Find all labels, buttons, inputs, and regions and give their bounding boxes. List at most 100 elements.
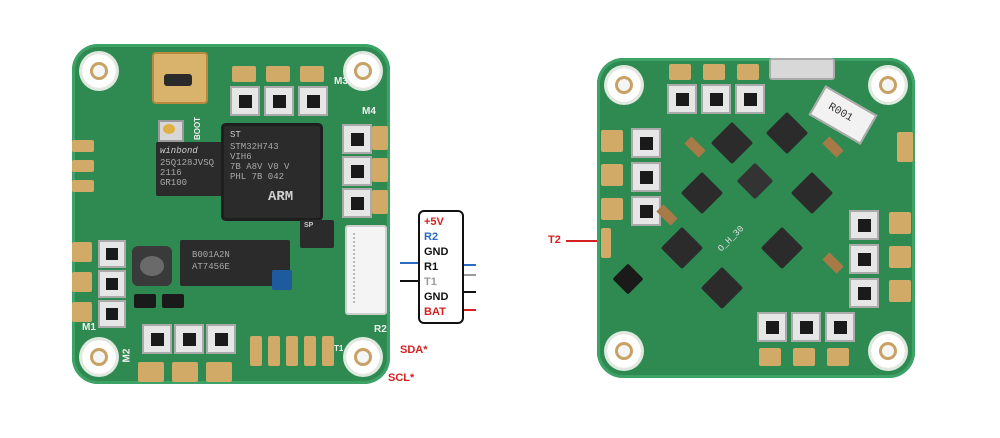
motor-pad [342, 124, 372, 154]
motor-pad [849, 210, 879, 240]
motor-pad [98, 270, 126, 298]
callout-line-t2 [566, 240, 608, 242]
mcu-chip [224, 126, 320, 218]
motor-pad [791, 312, 821, 342]
signal-pad [250, 336, 262, 366]
gyro-chip [300, 220, 334, 248]
baro-chip [272, 270, 292, 290]
solder-pad [72, 242, 92, 262]
motor-pad [98, 240, 126, 268]
mounting-hole [607, 68, 641, 102]
solder-pad [601, 130, 623, 152]
motor-pad [142, 324, 172, 354]
motor-pad [849, 278, 879, 308]
solder-pad [138, 362, 164, 382]
mcu-text: 7B A8V V0 V [230, 162, 290, 172]
silk-m2: M2 [121, 348, 133, 363]
pin-label: GND [424, 291, 449, 303]
mounting-hole [346, 54, 380, 88]
wire-out [460, 274, 476, 276]
motor-pad [701, 84, 731, 114]
solder-pad [72, 140, 94, 152]
mosfet [162, 294, 184, 308]
mcu-text: VIH6 [230, 152, 252, 162]
osd-text: AT7456E [192, 262, 230, 272]
pin-label: R2 [424, 231, 439, 243]
mounting-hole [871, 68, 905, 102]
solder-pad [601, 198, 623, 220]
motor-pad [342, 156, 372, 186]
wire-out [460, 309, 476, 311]
motor-pad [849, 244, 879, 274]
callout-scl: SCL* [388, 372, 415, 384]
silk-boot: BOOT [193, 116, 203, 141]
wire-r2 [400, 262, 418, 264]
mounting-hole [346, 340, 380, 374]
solder-pad [889, 280, 911, 302]
motor-pad [342, 188, 372, 218]
flash-text: 25Q128JVSQ [160, 158, 215, 168]
motor-pad [230, 86, 260, 116]
solder-pad [669, 64, 691, 80]
mcu-text: STM32H743 [230, 142, 279, 152]
motor-pad [174, 324, 204, 354]
silk-m4: M4 [362, 106, 376, 117]
pin-label: +5V [424, 216, 444, 228]
signal-pad [322, 336, 334, 366]
solder-pad [889, 212, 911, 234]
mounting-hole [607, 334, 641, 368]
motor-pad [206, 324, 236, 354]
signal-pad [601, 228, 611, 258]
solder-pad [759, 348, 781, 366]
motor-pad [298, 86, 328, 116]
battery-pad [897, 132, 913, 162]
jst-connector [345, 225, 387, 315]
wire-out [460, 264, 476, 266]
wire-gnd [400, 280, 418, 282]
solder-pad [703, 64, 725, 80]
flight-controller-board: BOOT M3 M4 M1 M2 R2 T1 winbond 25Q128JVS… [72, 44, 390, 384]
solder-pad [889, 246, 911, 268]
solder-pad [372, 158, 388, 182]
callout-t2: T2 [548, 234, 561, 246]
mounting-hole [82, 54, 116, 88]
solder-pad [206, 362, 232, 382]
silk-t1: T1 [334, 344, 344, 353]
flash-chip [156, 142, 224, 196]
esc-board: R001 O_H_30 [597, 58, 915, 378]
silk-m3: M3 [334, 76, 348, 87]
solder-pad [72, 180, 94, 192]
pin-label: R1 [424, 261, 439, 273]
mounting-hole [871, 334, 905, 368]
mcu-text: PHL 7B 042 [230, 172, 285, 182]
solder-pad [793, 348, 815, 366]
solder-pad [601, 164, 623, 186]
silk-m1: M1 [82, 322, 96, 333]
motor-pad [264, 86, 294, 116]
motor-pad [631, 128, 661, 158]
solder-pad [300, 66, 324, 82]
usb-port [164, 74, 192, 86]
solder-pad [72, 160, 94, 172]
solder-pad [72, 272, 92, 292]
flash-brand: winbond [160, 146, 198, 156]
solder-pad [172, 362, 198, 382]
osd-text: B001A2N [192, 250, 230, 260]
pin-label: T1 [424, 276, 437, 288]
esc-connector [769, 58, 835, 80]
solder-pad [827, 348, 849, 366]
silk-sp: SP [304, 222, 314, 229]
motor-pad [825, 312, 855, 342]
flash-text: 2116 [160, 168, 182, 178]
motor-pad [631, 162, 661, 192]
signal-pad [286, 336, 298, 366]
motor-pad [98, 300, 126, 328]
solder-pad [372, 126, 388, 150]
callout-sda: SDA* [400, 344, 428, 356]
flash-text: GR100 [160, 178, 188, 188]
solder-pad [72, 302, 92, 322]
mcu-logo: ST [230, 130, 241, 140]
signal-pad [268, 336, 280, 366]
osd-chip [180, 240, 290, 286]
mounting-hole [82, 340, 116, 374]
